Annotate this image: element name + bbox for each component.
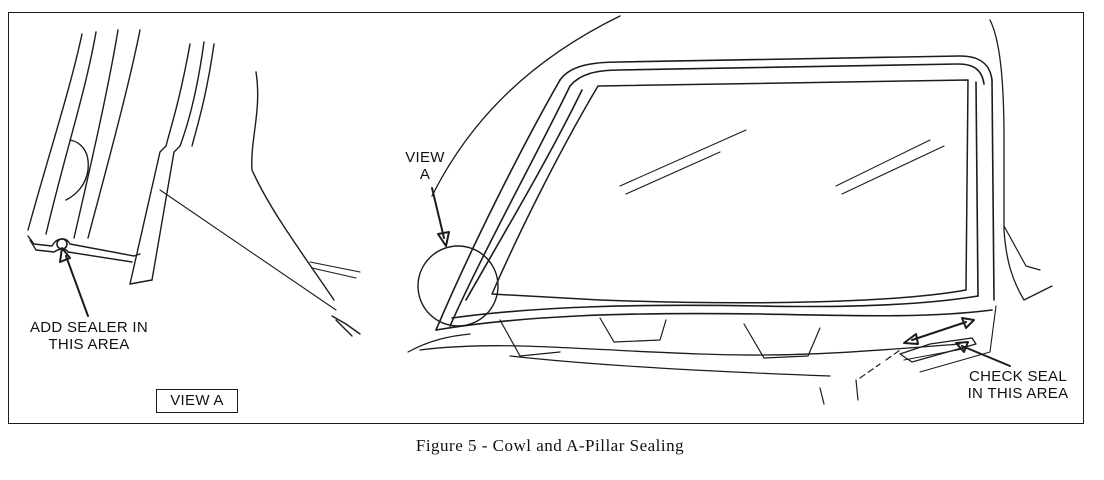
cowl-vent-3 <box>743 323 821 359</box>
pillar-outer-edge <box>27 33 83 231</box>
seal-strip-edge <box>903 347 969 361</box>
roof-line <box>431 15 621 197</box>
molding-strip-a <box>129 43 191 285</box>
cowl-vent-2 <box>599 317 667 343</box>
pillar-line-4 <box>87 29 141 239</box>
windshield-glass <box>491 79 969 304</box>
hood-edge-dashed <box>859 349 901 379</box>
pillar-contour <box>65 139 89 201</box>
windshield-header-outer <box>559 55 993 81</box>
a-pillar-right-outer <box>991 79 995 301</box>
hood-edge <box>819 379 859 405</box>
add-sealer-arrow <box>59 247 89 317</box>
body-fragment-a <box>309 261 361 273</box>
check-seal-label: CHECK SEAL IN THIS AREA <box>948 368 1088 402</box>
view-a-callout-line2: A <box>419 166 431 183</box>
cowl-vent-1 <box>499 319 561 357</box>
check-seal-label-line2: IN THIS AREA <box>967 385 1069 402</box>
figure-caption: Figure 5 - Cowl and A-Pillar Sealing <box>415 436 685 455</box>
view-a-title-box: VIEW A <box>156 389 238 413</box>
view-a-circle <box>417 245 499 327</box>
cowl-flange <box>27 235 141 257</box>
cowl-panel-front <box>419 343 961 356</box>
cowl-top-inner <box>451 295 979 319</box>
body-fragment-b <box>311 267 357 279</box>
glass-reflection-3 <box>835 139 931 187</box>
molding-bottom <box>129 279 153 285</box>
add-sealer-label-line1: ADD SEALER IN <box>29 319 149 336</box>
cowl-lower <box>509 355 831 377</box>
cowl-top-outer <box>435 309 993 331</box>
a-pillar-left-outer <box>435 79 561 331</box>
pillar-line-3 <box>73 29 119 239</box>
cowl-flange-lower <box>29 239 133 263</box>
windshield-header-inner <box>569 63 985 87</box>
view-a-detail-drawing <box>27 29 361 337</box>
detail-leader-line <box>159 189 337 311</box>
body-fragment-c <box>331 315 361 335</box>
seal-strip <box>899 337 977 363</box>
figure-frame <box>8 12 1084 424</box>
molding-strip-b <box>151 41 205 281</box>
fender-right <box>919 305 997 373</box>
right-mirror <box>1003 225 1041 271</box>
fender-line <box>407 333 471 353</box>
a-pillar-right-inner <box>975 81 979 297</box>
body-contour-line <box>251 71 335 301</box>
glass-reflection-2 <box>625 151 721 195</box>
view-a-callout-label: VIEW A <box>400 149 450 183</box>
right-door-frame <box>989 19 1053 301</box>
a-pillar-left-inner <box>449 85 571 327</box>
view-a-arrow <box>431 187 450 247</box>
seal-span-arrow <box>903 317 975 345</box>
glass-reflection-4 <box>841 145 945 195</box>
pillar-line-2 <box>45 31 97 235</box>
view-a-callout-line1: VIEW <box>405 149 445 166</box>
molding-strip-c <box>191 43 215 147</box>
a-pillar-left-inner2 <box>465 89 583 301</box>
glass-reflection-1 <box>619 129 747 187</box>
body-fragment-d <box>335 319 353 337</box>
check-seal-label-line1: CHECK SEAL <box>968 368 1068 385</box>
check-seal-arrow <box>955 341 1011 367</box>
add-sealer-label-line2: THIS AREA <box>48 336 130 353</box>
windshield-assembly-drawing <box>407 15 1053 405</box>
add-sealer-label: ADD SEALER IN THIS AREA <box>14 319 164 353</box>
